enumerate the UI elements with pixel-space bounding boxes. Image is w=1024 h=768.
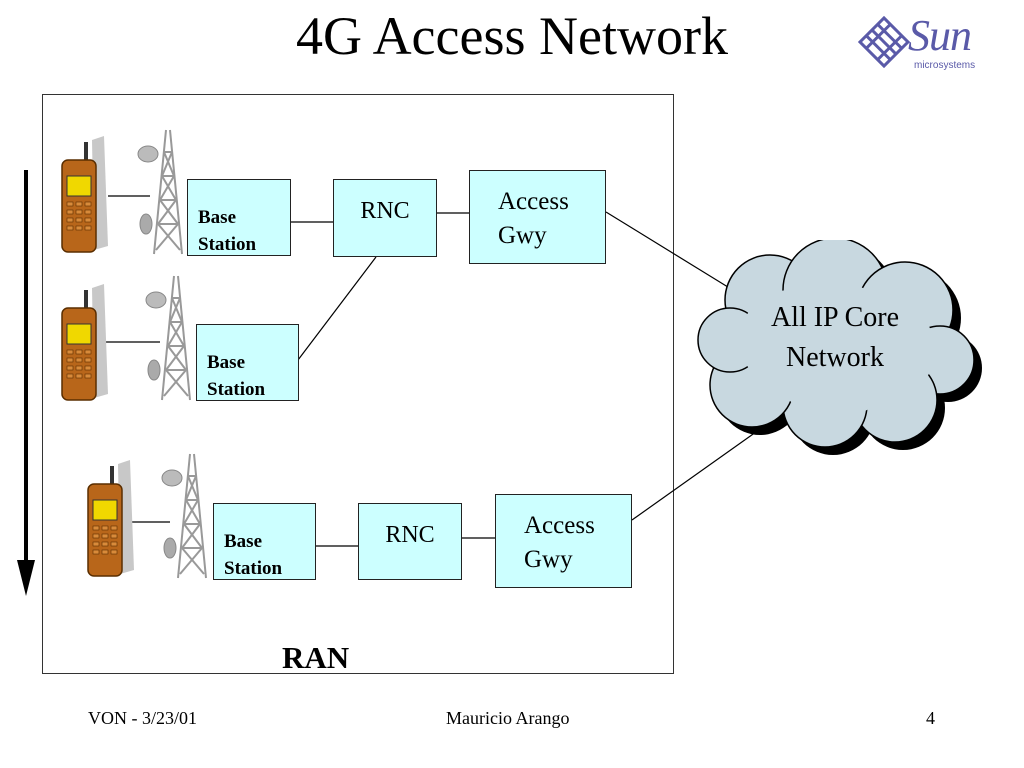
- access-gateway-1: Access Gwy: [469, 170, 606, 264]
- core-network-label: All IP Core Network: [735, 298, 935, 378]
- base-station-3: Base Station: [213, 503, 316, 580]
- agw1-core-link: [605, 211, 737, 293]
- rnc-2-label: RNC: [385, 522, 435, 548]
- base-station-1: Base Station: [187, 179, 291, 256]
- base-station-1-label-line2: Station: [198, 234, 257, 255]
- core-network-label-line2: Network: [786, 342, 884, 373]
- cell-tower-icon: [145, 275, 191, 401]
- core-network-label-line1: All IP Core: [770, 302, 900, 333]
- sun-logo: Sun microsystems: [858, 11, 998, 78]
- agw2-core-link: [631, 431, 757, 521]
- sun-logo-mark-icon: [858, 16, 910, 68]
- sun-logo-word: Sun: [908, 11, 972, 60]
- bs2-rnc1-link: [297, 256, 377, 361]
- base-station-2: Base Station: [196, 324, 299, 401]
- sun-logo-subtitle: microsystems: [914, 60, 976, 71]
- slide-title: 4G Access Network: [296, 6, 728, 66]
- rnc-1-label: RNC: [360, 198, 410, 224]
- cell-tower-icon: [137, 129, 183, 255]
- rnc-2: RNC: [358, 503, 462, 580]
- ran-boundary: [42, 94, 674, 674]
- base-station-3-label-line1: Base: [224, 531, 262, 552]
- mobile-phone-icon: [87, 460, 134, 577]
- footer-date: VON - 3/23/01: [88, 708, 197, 728]
- core-network-cloud-icon: [697, 240, 982, 455]
- down-arrow-icon: [17, 170, 35, 596]
- base-station-3-label-line2: Station: [224, 558, 283, 579]
- mobile-phone-icon: [61, 284, 108, 401]
- page-number: 4: [926, 708, 935, 728]
- base-station-1-label-line1: Base: [198, 207, 236, 228]
- access-gateway-2: Access Gwy: [495, 494, 632, 588]
- base-station-2-label-line2: Station: [207, 379, 266, 400]
- access-gateway-2-label-line2: Gwy: [524, 546, 573, 573]
- base-station-2-label-line1: Base: [207, 352, 245, 373]
- rnc-1: RNC: [333, 179, 437, 257]
- ran-label: RAN: [282, 640, 350, 675]
- access-gateway-1-label-line2: Gwy: [498, 222, 547, 249]
- access-gateway-1-label-line1: Access: [498, 188, 569, 215]
- cell-tower-icon: [161, 453, 207, 579]
- mobile-phone-icon: [61, 136, 108, 253]
- access-gateway-2-label-line1: Access: [524, 512, 595, 539]
- footer-author: Mauricio Arango: [446, 708, 570, 728]
